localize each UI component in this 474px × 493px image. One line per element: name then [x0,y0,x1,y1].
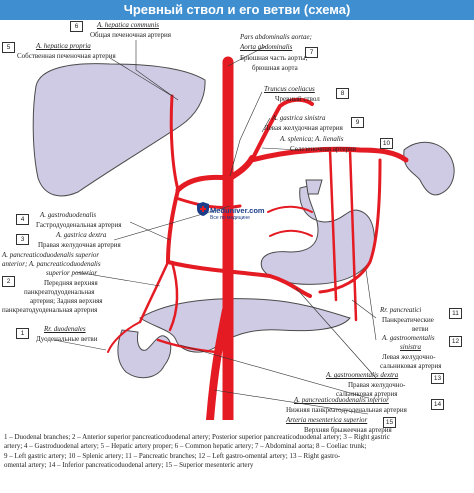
label-2-latin-2: anterior; A. pancreaticoduodenalis [2,260,101,268]
label-number-9: 9 [351,117,364,128]
legend-line: 1 – Duodenal branches; 2 – Anterior supe… [4,433,390,441]
label-2-russian-3: артерия; Задняя верхняя [30,297,103,305]
label-number-6: 6 [70,21,83,32]
label-number-8: 8 [336,88,349,99]
label-7-latin-1: Pars abdominalis aortae; [240,33,312,41]
left-gastro-omental-artery [318,158,382,294]
label-7-russian-2: брюшная аорта [252,64,298,72]
page-title: Чревный ствол и его ветви (схема) [0,0,474,20]
logo-subtitle: Все по медицине [210,215,250,221]
label-12-latin-2: sinistra [400,343,422,351]
label-15-russian: Верхняя брыжеечная артерия [304,426,392,434]
duodenum [117,329,172,379]
legend-line: artery; 4 – Gastroduodenal artery; 5 – H… [4,442,367,451]
label-number-12: 12 [449,336,462,347]
label-13-russian-1: Правая желудочно- [348,381,406,389]
label-3-latin: A. gastrica dextra [56,231,107,239]
label-1-latin: Rr. duodenales [44,325,86,333]
label-3-russian: Правая желудочная артерия [38,241,121,249]
label-number-3: 3 [16,234,29,245]
label-13-russian-2: сальниковая артерия [336,390,398,398]
splenic-artery [249,146,409,163]
logo-name: Meduniver.com [210,206,265,215]
label-12-russian-2: сальниковая артерия [380,362,442,370]
label-4-russian: Гастродуоденальная артерия [36,221,122,229]
label-13-latin: A. gastroomentalis dextra [326,371,399,379]
legend-line: 9 – Left gastric artery; 10 – Splenic ar… [4,451,341,460]
label-2-russian-4: панкреатодуоденальная артерия [2,306,98,314]
label-1-russian: Дуоденальные ветви [36,335,98,343]
label-14-latin: A. pancreaticoduodenalis inferior [294,396,389,404]
artery-network [107,56,409,420]
label-9-russian: Левая желудочная артерия [264,124,343,132]
label-8-latin: Truncus coeliacus [264,85,315,93]
shield-logo-icon [197,202,209,216]
right-gastric-artery [174,196,242,210]
label-2-latin-3: superior posterior [46,269,98,277]
label-number-11: 11 [449,308,462,319]
spleen [403,141,455,196]
label-4-latin: A. gastroduodenalis [40,211,97,219]
label-11-latin: Rr. pancreatici [380,306,422,314]
legend-line: omental artery; 14 – Inferior pancreatic… [4,461,254,470]
label-5-latin: A. hepatica propria [36,42,91,50]
inferior-pancreaticoduodenal-artery [156,338,218,354]
superior-pancreaticoduodenal-arteries [138,260,179,332]
label-2-latin-1: A. pancreaticoduodenalis superior [2,251,100,259]
label-number-13: 13 [431,373,444,384]
label-number-7: 7 [305,47,318,58]
gastric-vessels [267,205,313,237]
label-12-russian-1: Левая желудочно- [382,353,436,361]
stomach [260,185,375,285]
duodenal-branches [107,321,141,353]
label-7-latin-2: Aorta abdominalis [240,43,293,51]
label-10-russian: Селезеночная артерия [290,145,356,153]
superior-mesenteric-artery [206,306,230,420]
label-10-latin: A. splenica; A. lienalis [280,135,344,143]
label-6-latin: A. hepatica communis [97,21,160,29]
gastroduodenal-artery [166,188,180,264]
label-9-latin: A. gastrica sinistra [272,114,326,122]
leader-lines [53,40,377,415]
esophagus [305,179,323,195]
label-15-latin: Arteria mesenterica superior [286,416,368,424]
label-8-russian: Чревный ствол [275,95,320,103]
label-number-1: 1 [16,328,29,339]
label-12-latin-1: A. gastroomentalis [382,334,435,342]
common-hepatic-artery [175,174,231,193]
liver [32,63,206,197]
legend: 1 – Duodenal branches; 2 – Anterior supe… [4,421,470,471]
label-number-4: 4 [16,214,29,225]
label-number-5: 5 [2,42,15,53]
hepatic-artery-proper [169,94,180,192]
label-11-russian-1: Панкреатические [382,316,434,324]
label-7-russian-1: Брюшная часть аорты; [240,54,308,62]
label-number-15: 15 [383,417,396,428]
label-2-russian-2: панкреатодуоденальная [24,288,95,296]
anatomy-diagram [32,40,455,420]
left-gastric-artery [250,97,314,162]
pancreatic-branches [328,148,358,322]
right-gastro-omental-artery [166,260,312,298]
label-number-10: 10 [380,138,393,149]
label-14-russian: Нижняя панкреатодуоденальная артерия [286,406,407,414]
label-number-2: 2 [2,276,15,287]
label-11-russian-2: ветви [412,325,429,333]
label-6-russian: Общая печеночная артерия [90,31,171,39]
label-2-russian-1: Передняя верхняя [44,279,98,287]
label-number-14: 14 [431,399,444,410]
label-5-russian: Собственная печеночная артерия [17,52,116,60]
pancreas [139,298,351,353]
